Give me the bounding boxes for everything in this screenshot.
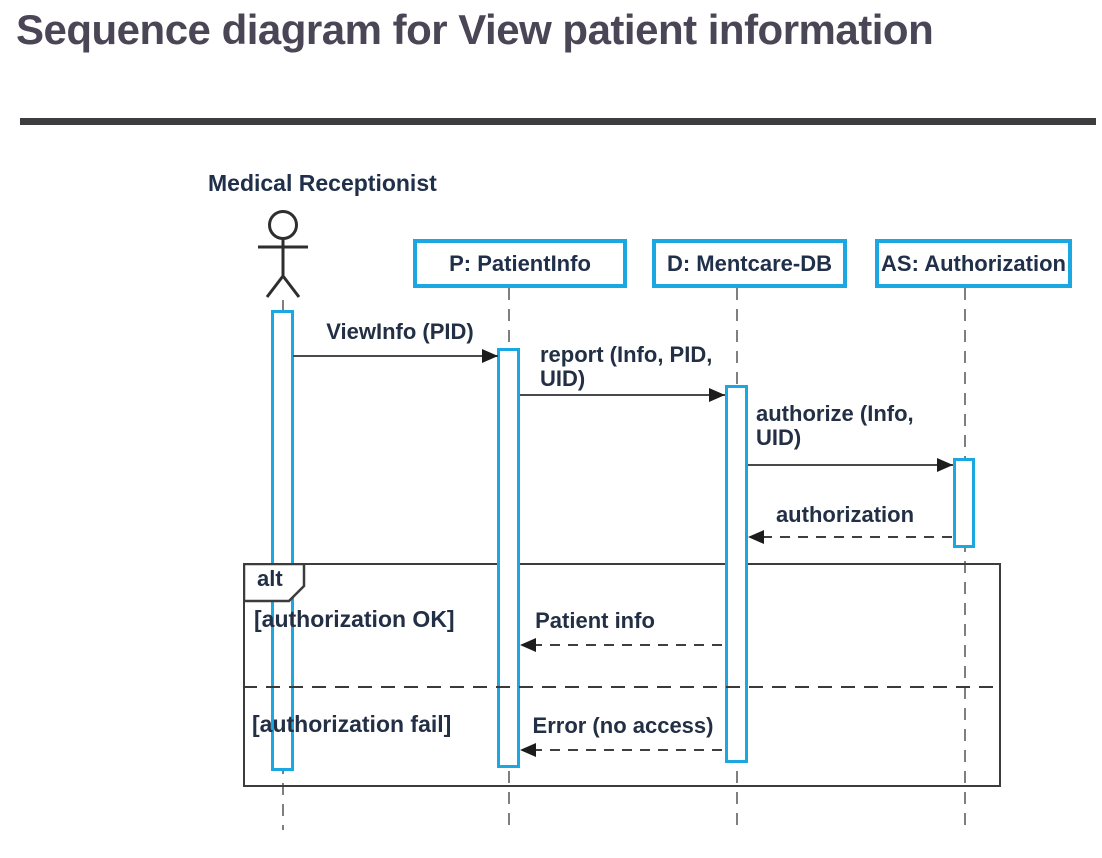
message-viewinfo-label: ViewInfo (PID) xyxy=(326,319,474,344)
activation-bar-mentcare-db xyxy=(725,385,748,763)
message-viewinfo-line xyxy=(293,355,498,357)
lifeline-head-patient-info-label: P: PatientInfo xyxy=(449,250,591,276)
lifeline-authorization xyxy=(964,288,966,830)
message-authorization-arrowhead-icon xyxy=(748,530,764,544)
page-title: Sequence diagram for View patient inform… xyxy=(16,6,934,53)
activation-bar-patient-info xyxy=(497,348,520,768)
title-divider xyxy=(20,118,1096,125)
message-authorize-line xyxy=(748,464,953,466)
alt-frame xyxy=(243,563,1001,787)
lifeline-head-authorization-label: AS: Authorization xyxy=(881,250,1066,276)
actor-label: Medical Receptionist xyxy=(208,170,437,196)
message-report-label: report (Info, PID, UID) xyxy=(540,342,713,391)
message-patient-info-label: Patient info xyxy=(535,608,655,633)
lifeline-head-mentcare-db: D: Mentcare-DB xyxy=(652,239,847,288)
message-authorize-arrowhead-icon xyxy=(937,458,953,472)
message-error-line xyxy=(532,749,726,751)
message-error-label: Error (no access) xyxy=(532,713,714,738)
lifeline-head-mentcare-db-label: D: Mentcare-DB xyxy=(666,250,833,276)
lifeline-head-authorization: AS: Authorization xyxy=(875,239,1072,288)
alt-operator-pentagon xyxy=(242,562,306,608)
message-authorization-label: authorization xyxy=(775,502,915,527)
lifeline-head-patient-info: P: PatientInfo xyxy=(413,239,627,288)
guard-authorization-ok: [authorization OK] xyxy=(254,606,455,632)
actor-stick-figure-icon xyxy=(255,208,311,305)
alt-section-divider xyxy=(243,686,1001,688)
message-report-line xyxy=(520,394,725,396)
message-authorization-line xyxy=(762,536,953,538)
guard-authorization-fail: [authorization fail] xyxy=(252,711,452,737)
activation-bar-medical-receptionist xyxy=(271,310,294,771)
message-patient-info-line xyxy=(532,644,726,646)
alt-operator-label: alt xyxy=(257,566,283,591)
message-error-arrowhead-icon xyxy=(520,743,536,757)
message-report-arrowhead-icon xyxy=(709,388,725,402)
message-viewinfo-arrowhead-icon xyxy=(482,349,498,363)
message-authorize-label: authorize (Info, UID) xyxy=(756,401,914,450)
activation-bar-authorization xyxy=(953,458,975,548)
message-patient-info-arrowhead-icon xyxy=(520,638,536,652)
